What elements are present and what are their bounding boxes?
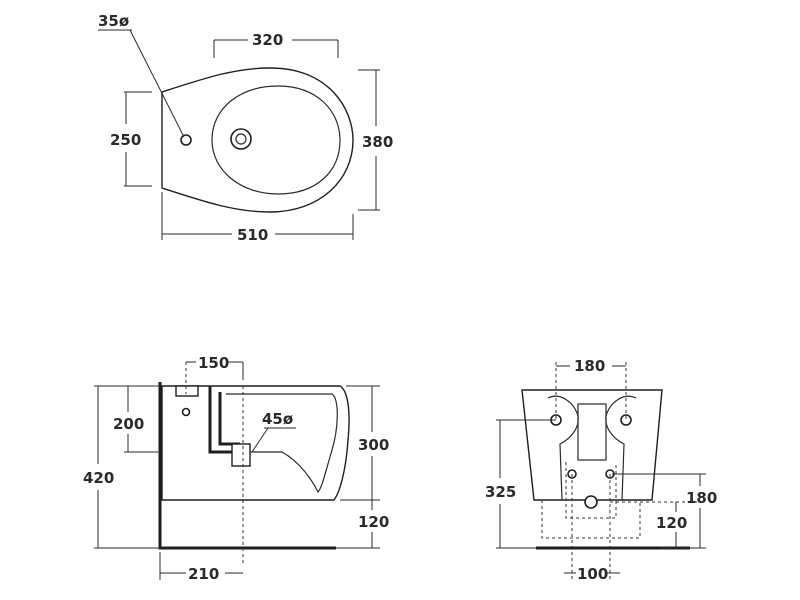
back-view-plate <box>577 403 607 461</box>
tap-hole <box>180 134 192 146</box>
label-100: 100 <box>577 565 608 583</box>
label-180-top: 180 <box>574 357 605 375</box>
side-view: 150 200 420 45ø 300 120 210 <box>83 354 389 583</box>
label-120-side: 120 <box>358 513 389 531</box>
leader-45 <box>251 427 269 453</box>
waste-hole-back <box>584 495 598 509</box>
label-320: 320 <box>252 31 283 49</box>
label-250: 250 <box>110 131 141 149</box>
label-210: 210 <box>188 565 219 583</box>
label-300: 300 <box>358 436 389 454</box>
side-view-bowl <box>226 393 338 494</box>
waste-outlet <box>230 128 252 150</box>
waste-fitting <box>231 443 251 467</box>
waste-outlet-inner <box>235 133 247 145</box>
back-view: 180 325 180 120 100 <box>485 357 717 583</box>
top-view: 35ø 320 250 380 510 <box>98 12 393 244</box>
label-420: 420 <box>83 469 114 487</box>
label-380: 380 <box>362 133 393 151</box>
label-180-right: 180 <box>686 489 717 507</box>
back-view-outline <box>521 389 663 501</box>
label-45: 45ø <box>262 410 293 428</box>
label-325: 325 <box>485 483 516 501</box>
label-35: 35ø <box>98 12 129 30</box>
label-200: 200 <box>113 415 144 433</box>
side-view-outline <box>161 385 350 501</box>
top-view-outline <box>161 67 354 213</box>
fixing-hole-side <box>181 407 191 417</box>
fixing-hole-right <box>620 414 632 426</box>
back-view-hidden <box>541 462 641 539</box>
label-510: 510 <box>237 226 268 244</box>
leader-35 <box>129 29 185 138</box>
label-120-back: 120 <box>656 514 687 532</box>
top-view-bowl <box>211 85 341 195</box>
supply-connector <box>175 385 199 397</box>
label-150: 150 <box>198 354 229 372</box>
